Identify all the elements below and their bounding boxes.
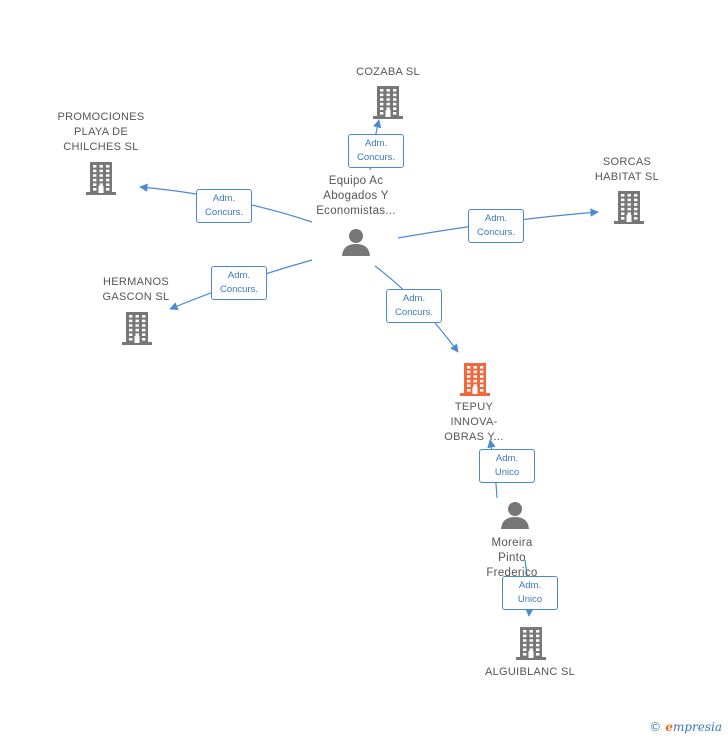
node-label-line: ALGUIBLANC SL <box>484 666 576 678</box>
edge-label-line: Concurs. <box>394 307 433 318</box>
node-label-equipo[interactable]: Equipo Ac Abogados Y Economistas... <box>301 174 411 219</box>
node-label-sorcas[interactable]: SORCAS HABITAT SL <box>582 155 672 185</box>
node-label-line: TEPUY <box>454 401 494 413</box>
brand-logo-initial: e <box>665 720 673 734</box>
node-label-line: Pinto <box>498 552 526 564</box>
edge-label-line: Adm. <box>495 453 519 464</box>
edge-label-equipo-sorcas[interactable]: Adm. Concurs. <box>468 209 524 243</box>
node-label-line: Equipo Ac <box>328 175 384 187</box>
node-label-alguiblanc[interactable]: ALGUIBLANC SL <box>475 665 585 680</box>
brand-logo-text: mpresia <box>672 720 722 734</box>
node-label-line: Frederico <box>486 567 538 579</box>
node-label-hermanos[interactable]: HERMANOS GASCON SL <box>91 275 181 305</box>
edge-label-line: Unico <box>517 594 543 605</box>
edge-label-line: Adm. <box>402 293 426 304</box>
edge-label-equipo-promociones[interactable]: Adm. Concurs. <box>196 189 252 223</box>
edge-label-line: Concurs. <box>219 284 258 295</box>
node-label-tepuy[interactable]: TEPUY INNOVA- OBRAS Y... <box>429 400 519 445</box>
edge-label-moreira-alguiblanc[interactable]: Adm. Unico <box>502 576 558 610</box>
edge-label-line: Concurs. <box>356 152 395 163</box>
edge-label-equipo-hermanos[interactable]: Adm. Concurs. <box>211 266 267 300</box>
edge-label-line: Concurs. <box>476 227 515 238</box>
edge-label-moreira-tepuy[interactable]: Adm. Unico <box>479 449 535 483</box>
edge-label-line: Adm. <box>227 270 251 281</box>
edge-label-line: Adm. <box>364 138 388 149</box>
building-icon-hermanos[interactable] <box>122 312 152 345</box>
node-label-line: INNOVA- <box>450 416 498 428</box>
edge-label-equipo-tepuy[interactable]: Adm. Concurs. <box>386 289 442 323</box>
node-label-line: GASCON SL <box>102 291 170 303</box>
edge-label-line: Adm. <box>484 213 508 224</box>
edge-label-line: Concurs. <box>204 207 243 218</box>
node-label-line: OBRAS Y... <box>444 431 504 443</box>
building-icon-promociones[interactable] <box>86 162 116 195</box>
node-label-line: PROMOCIONES <box>57 111 145 123</box>
person-icon-moreira[interactable] <box>501 502 529 529</box>
person-icon-equipo[interactable] <box>342 229 370 256</box>
node-label-line: Abogados Y <box>323 190 389 202</box>
edge-label-line: Unico <box>494 467 520 478</box>
building-icon-alguiblanc[interactable] <box>516 627 546 660</box>
node-label-line: HERMANOS <box>103 276 169 288</box>
building-icon-tepuy[interactable] <box>460 363 490 396</box>
node-label-line: Moreira <box>491 537 533 549</box>
node-label-line: PLAYA DE <box>74 126 128 138</box>
node-label-line: COZABA SL <box>356 66 420 78</box>
node-label-cozaba[interactable]: COZABA SL <box>343 65 433 80</box>
edge-label-line: Adm. <box>518 580 542 591</box>
footer-brand[interactable]: ©empresia <box>649 720 722 734</box>
copyright-symbol: © <box>649 720 662 734</box>
edge-label-equipo-cozaba[interactable]: Adm. Concurs. <box>348 134 404 168</box>
node-label-line: HABITAT SL <box>594 171 660 183</box>
node-label-line: SORCAS <box>602 156 652 168</box>
edge-label-line: Adm. <box>212 193 236 204</box>
node-label-line: CHILCHES SL <box>63 141 139 153</box>
node-label-promociones[interactable]: PROMOCIONES PLAYA DE CHILCHES SL <box>51 110 151 155</box>
building-icon-sorcas[interactable] <box>614 191 644 224</box>
node-label-line: Economistas... <box>316 205 396 217</box>
building-icon-cozaba[interactable] <box>373 86 403 119</box>
